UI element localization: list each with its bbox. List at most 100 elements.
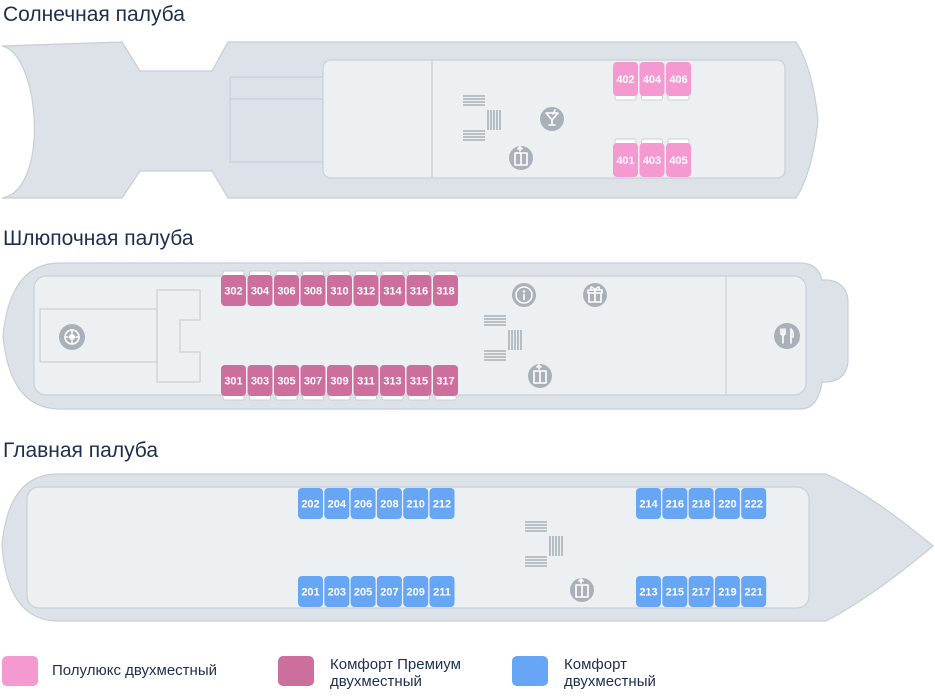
cabin-number: 312: [357, 286, 375, 298]
cabin-310[interactable]: 310: [327, 270, 352, 306]
cabin-209[interactable]: 209: [403, 576, 429, 607]
cabin-box: [403, 576, 429, 607]
cabin-number: 218: [692, 499, 710, 511]
cabin-box: [613, 143, 638, 177]
cabin-311[interactable]: 311: [353, 365, 379, 401]
cabin-number: 204: [328, 499, 347, 511]
cabin-box: [380, 275, 405, 306]
cabin-212[interactable]: 212: [429, 488, 455, 519]
cabin-207[interactable]: 207: [376, 576, 402, 607]
cabin-box: [350, 488, 376, 519]
cabin-302[interactable]: 302: [221, 270, 246, 306]
cabin-number: 401: [616, 155, 634, 167]
cabin-303[interactable]: 303: [247, 365, 273, 401]
cabin-number: 217: [692, 587, 710, 599]
legend-swatch: [512, 656, 548, 686]
cabin-208[interactable]: 208: [376, 488, 402, 519]
stair-hall-outline: [156, 289, 201, 383]
cabin-222[interactable]: 222: [741, 488, 767, 519]
cabin-box: [714, 576, 740, 607]
cabin-304[interactable]: 304: [247, 270, 273, 306]
cabin-number: 314: [383, 286, 402, 298]
cabin-number: 201: [301, 587, 319, 599]
cabin-318[interactable]: 318: [433, 270, 458, 306]
cabin-box: [662, 576, 688, 607]
cabin-301[interactable]: 301: [221, 365, 246, 401]
cabin-306[interactable]: 306: [274, 270, 299, 306]
main-hall: [26, 486, 810, 609]
cabin-217[interactable]: 217: [688, 576, 714, 607]
cabin-box: [300, 365, 326, 396]
cabin-number: 208: [380, 499, 398, 511]
cabin-307[interactable]: 307: [300, 365, 326, 401]
cabin-316[interactable]: 316: [406, 270, 432, 306]
cabin-box: [406, 365, 432, 396]
cabin-406[interactable]: 406: [666, 62, 691, 101]
cabin-202[interactable]: 202: [298, 488, 323, 519]
cabin-305[interactable]: 305: [274, 365, 299, 401]
cabin-215[interactable]: 215: [662, 576, 688, 607]
cabin-312[interactable]: 312: [353, 270, 379, 306]
cabin-box: [298, 488, 323, 519]
cabin-205[interactable]: 205: [350, 576, 376, 607]
cabin-box: [274, 275, 299, 306]
cabin-box: [324, 488, 350, 519]
cabin-315[interactable]: 315: [406, 365, 432, 401]
cabin-213[interactable]: 213: [636, 576, 661, 607]
cabin-402[interactable]: 402: [613, 62, 638, 101]
cabin-404[interactable]: 404: [639, 62, 665, 101]
cabin-box: [662, 488, 688, 519]
cabin-314[interactable]: 314: [380, 270, 405, 306]
legend-item-comfort-premium: Комфорт Премиум двухместный: [278, 656, 461, 690]
cabin-211[interactable]: 211: [429, 576, 455, 607]
cabin-214[interactable]: 214: [636, 488, 661, 519]
cabin-number: 306: [277, 286, 295, 298]
cabin-317[interactable]: 317: [433, 365, 458, 401]
legend-item-comfort: Комфорт двухместный: [512, 656, 656, 690]
cabin-403[interactable]: 403: [639, 138, 665, 177]
cabin-number: 402: [616, 74, 634, 86]
cabin-204[interactable]: 204: [324, 488, 350, 519]
cabin-box: [688, 488, 714, 519]
cabin-401[interactable]: 401: [613, 138, 638, 177]
legend-swatch: [278, 656, 314, 686]
stairs-icon: [525, 521, 563, 567]
cabin-box: [350, 576, 376, 607]
cabin-number: 215: [666, 587, 684, 599]
cabin-216[interactable]: 216: [662, 488, 688, 519]
cabin-number: 222: [745, 499, 763, 511]
cabin-number: 404: [643, 74, 662, 86]
cabin-number: 302: [224, 286, 242, 298]
cabin-box: [406, 275, 432, 306]
deck-title-main: Главная палуба: [3, 439, 159, 462]
info-icon: [512, 283, 536, 307]
cabin-219[interactable]: 219: [714, 576, 740, 607]
cabin-218[interactable]: 218: [688, 488, 714, 519]
cabin-221[interactable]: 221: [741, 576, 767, 607]
cabin-220[interactable]: 220: [714, 488, 740, 519]
cabin-box: [221, 275, 246, 306]
cabin-405[interactable]: 405: [666, 138, 691, 177]
cabin-box: [433, 365, 458, 396]
cabin-203[interactable]: 203: [324, 576, 350, 607]
cabin-number: 216: [666, 499, 684, 511]
cabin-308[interactable]: 308: [300, 270, 326, 306]
elevator-icon: [528, 364, 552, 388]
cabin-number: 317: [436, 376, 454, 388]
stair-well-outline: [229, 76, 323, 163]
cabin-206[interactable]: 206: [350, 488, 376, 519]
cabin-number: 311: [357, 376, 375, 388]
cabin-box: [433, 275, 458, 306]
cabin-box: [327, 365, 352, 396]
cabin-box: [636, 576, 661, 607]
cabin-313[interactable]: 313: [380, 365, 405, 401]
cabin-box: [636, 488, 661, 519]
cabin-201[interactable]: 201: [298, 576, 323, 607]
cabin-box: [429, 576, 455, 607]
cabin-number: 315: [410, 376, 428, 388]
cabin-309[interactable]: 309: [327, 365, 352, 401]
deck-title-boat: Шлюпочная палуба: [3, 227, 194, 250]
cabin-210[interactable]: 210: [403, 488, 429, 519]
